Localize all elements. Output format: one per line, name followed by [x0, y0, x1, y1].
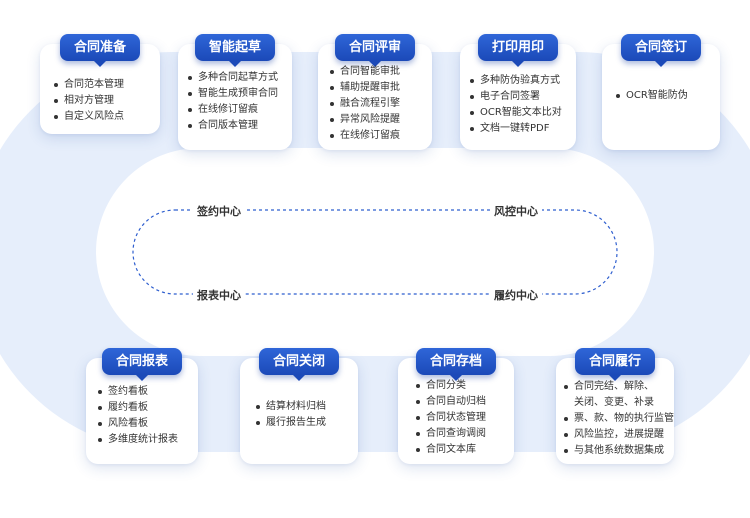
list-item: 在线修订留痕	[330, 128, 400, 144]
item-list: 多种防伪验真方式 电子合同签署 OCR智能文本比对 文档一键转PDF	[470, 73, 562, 137]
card-title: 智能起草	[194, 34, 276, 61]
card-smart-drafting: 智能起草 多种合同起草方式 智能生成预审合同 在线修订留痕 合同版本管理	[178, 34, 292, 150]
card-contract-archive: 合同存档 合同分类 合同自动归档 合同状态管理 合同查询调阅 合同文本库	[398, 348, 514, 464]
item-list: 结算材料归档 履行报告生成	[256, 399, 326, 431]
list-item: OCR智能防伪	[616, 88, 688, 104]
list-item: 合同范本管理	[54, 77, 124, 93]
center-label-signing: 签约中心	[193, 203, 245, 219]
list-item: 合同完结、解除、	[564, 379, 674, 395]
list-item: 在线修订留痕	[188, 102, 278, 118]
item-list: 合同分类 合同自动归档 合同状态管理 合同查询调阅 合同文本库	[416, 378, 486, 458]
list-item: 自定义风险点	[54, 109, 124, 125]
card-contract-signing: 合同签订 OCR智能防伪	[602, 34, 720, 150]
card-title: 合同关闭	[258, 348, 340, 375]
list-item: 风险看板	[98, 416, 178, 432]
list-item: 智能生成预审合同	[188, 86, 278, 102]
center-loop	[132, 209, 618, 295]
list-item: 合同版本管理	[188, 118, 278, 134]
item-list: OCR智能防伪	[616, 88, 688, 104]
list-item: 与其他系统数据集成	[564, 443, 674, 459]
list-item: 多种防伪验真方式	[470, 73, 562, 89]
list-item: 多维度统计报表	[98, 432, 178, 448]
list-item: 辅助提醒审批	[330, 80, 400, 96]
item-list: 合同范本管理 相对方管理 自定义风险点	[54, 77, 124, 125]
card-title: 合同准备	[59, 34, 141, 61]
card-title: 合同签订	[620, 34, 702, 61]
card-contract-reports: 合同报表 签约看板 履约看板 风险看板 多维度统计报表	[86, 348, 198, 464]
list-item: 合同智能审批	[330, 64, 400, 80]
card-contract-close: 合同关闭 结算材料归档 履行报告生成	[240, 348, 358, 464]
card-contract-performance: 合同履行 合同完结、解除、 关闭、变更、补录 票、款、物的执行监管 风险监控，进…	[556, 348, 674, 464]
list-item: 电子合同签署	[470, 89, 562, 105]
list-item: 签约看板	[98, 384, 178, 400]
list-item: 合同分类	[416, 378, 486, 394]
item-list: 多种合同起草方式 智能生成预审合同 在线修订留痕 合同版本管理	[188, 70, 278, 134]
list-item: 相对方管理	[54, 93, 124, 109]
item-list: 签约看板 履约看板 风险看板 多维度统计报表	[98, 384, 178, 448]
list-item: OCR智能文本比对	[470, 105, 562, 121]
list-item: 票、款、物的执行监管	[564, 411, 674, 427]
list-item: 融合流程引擎	[330, 96, 400, 112]
card-contract-review: 合同评审 合同智能审批 辅助提醒审批 融合流程引擎 异常风险提醒 在线修订留痕	[318, 34, 432, 150]
list-item: 多种合同起草方式	[188, 70, 278, 86]
list-item: 履行报告生成	[256, 415, 326, 431]
item-list: 合同智能审批 辅助提醒审批 融合流程引擎 异常风险提醒 在线修订留痕	[330, 64, 400, 144]
card-contract-prepare: 合同准备 合同范本管理 相对方管理 自定义风险点	[40, 34, 160, 134]
card-print-seal: 打印用印 多种防伪验真方式 电子合同签署 OCR智能文本比对 文档一键转PDF	[460, 34, 576, 150]
list-item: 合同状态管理	[416, 410, 486, 426]
list-item: 合同自动归档	[416, 394, 486, 410]
list-item: 履约看板	[98, 400, 178, 416]
card-title: 打印用印	[477, 34, 559, 61]
list-item: 结算材料归档	[256, 399, 326, 415]
item-list: 合同完结、解除、 关闭、变更、补录 票、款、物的执行监管 风险监控，进展提醒 与…	[564, 379, 674, 459]
card-title: 合同存档	[415, 348, 497, 375]
list-item: 合同文本库	[416, 442, 486, 458]
card-title: 合同履行	[574, 348, 656, 375]
list-item: 风险监控，进展提醒	[564, 427, 674, 443]
list-item-continued: 关闭、变更、补录	[574, 397, 654, 408]
card-title: 合同评审	[334, 34, 416, 61]
list-item: 合同查询调阅	[416, 426, 486, 442]
center-label-risk-control: 风控中心	[490, 203, 542, 219]
center-label-performance: 履约中心	[490, 287, 542, 303]
list-item: 异常风险提醒	[330, 112, 400, 128]
center-label-reporting: 报表中心	[193, 287, 245, 303]
list-item: 文档一键转PDF	[470, 121, 562, 137]
card-title: 合同报表	[101, 348, 183, 375]
